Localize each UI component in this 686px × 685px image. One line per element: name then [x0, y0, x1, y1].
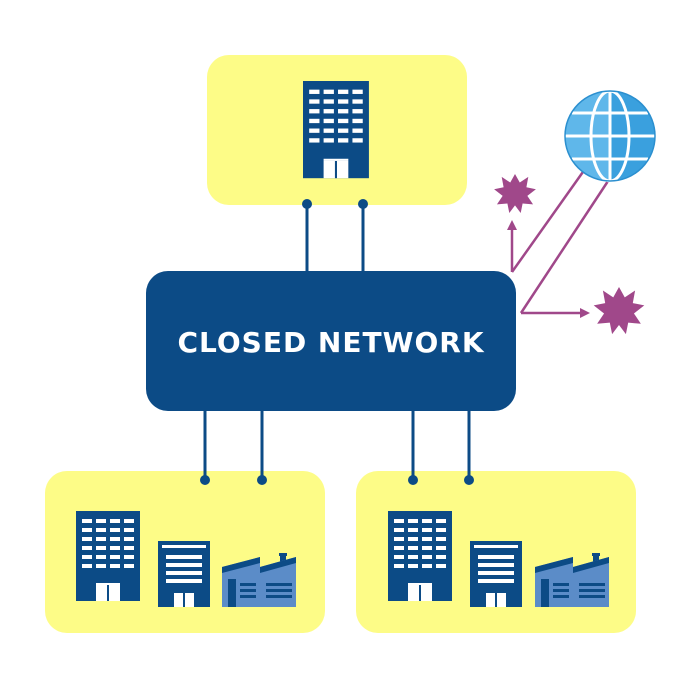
- globe-icon: [564, 89, 656, 183]
- threat-lines: [510, 161, 614, 315]
- office-tower-icon: [76, 511, 140, 601]
- closed-network-hub: CLOSED NETWORK: [146, 271, 516, 411]
- office-building-icon: [158, 541, 210, 607]
- virus-icon: [494, 174, 536, 213]
- hub-label: CLOSED NETWORK: [177, 326, 484, 359]
- arrowheads: [507, 220, 590, 318]
- office-tower-icon: [303, 81, 369, 179]
- virus-icon: [593, 287, 645, 335]
- office-building-icon: [470, 541, 522, 607]
- connection-lines: [200, 199, 474, 485]
- office-tower-icon: [388, 511, 452, 601]
